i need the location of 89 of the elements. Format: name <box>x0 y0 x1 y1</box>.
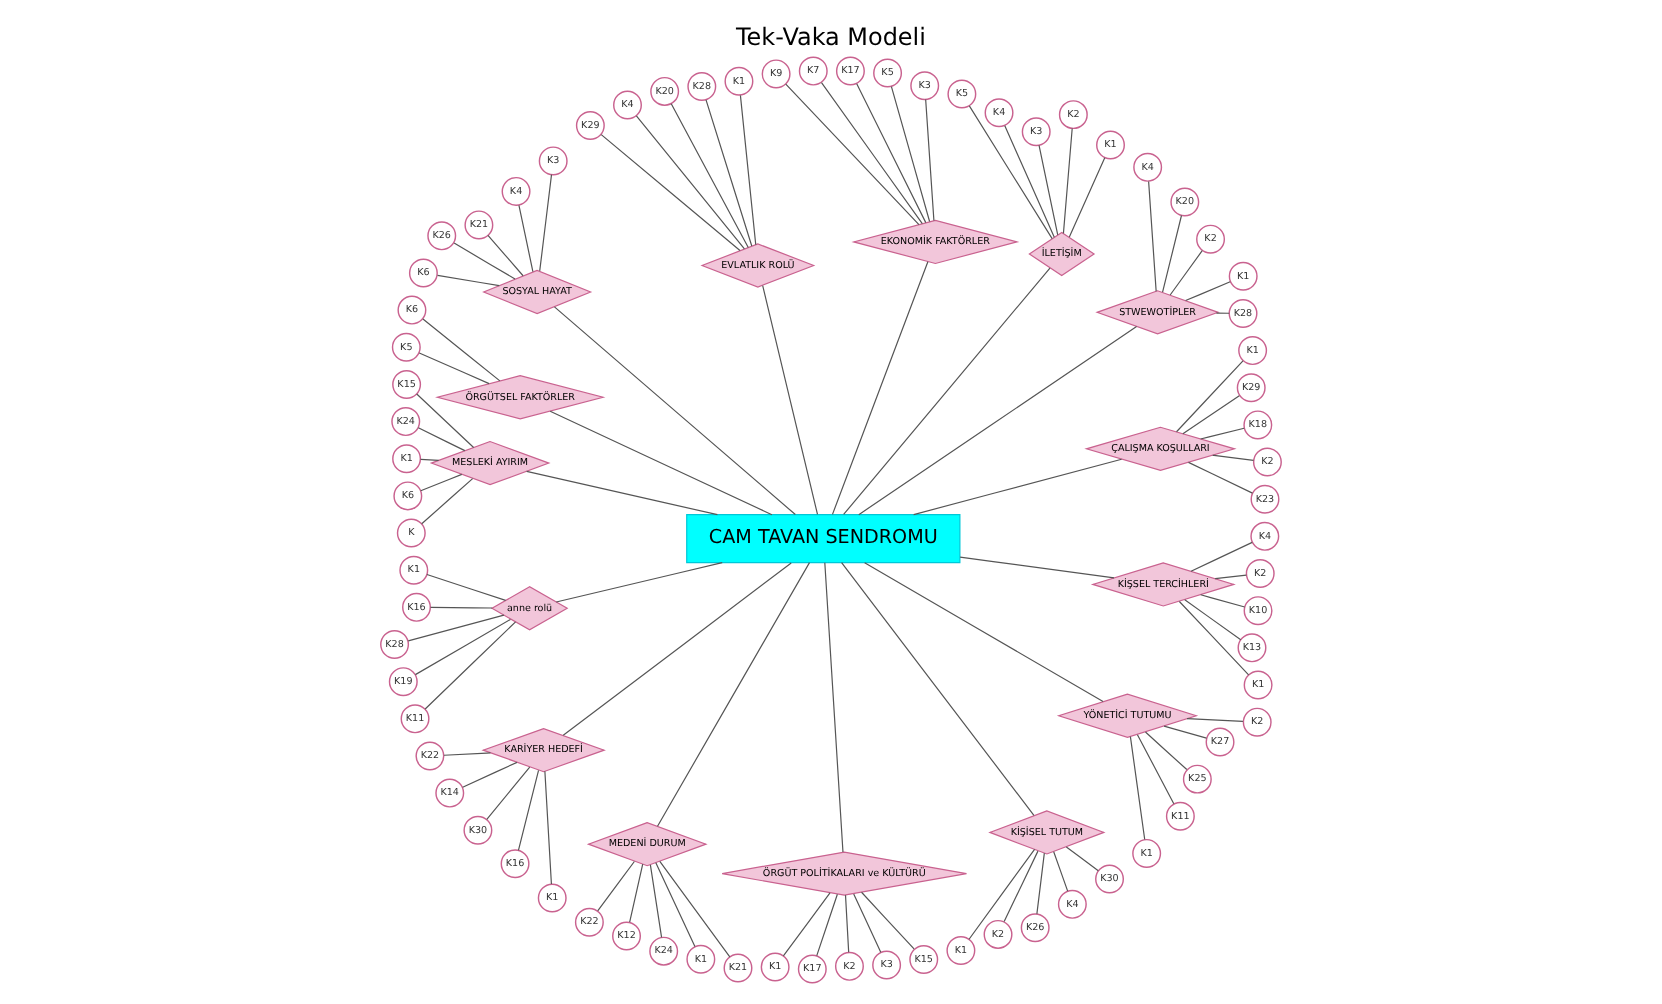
connector <box>1004 125 1055 238</box>
connector <box>890 86 931 223</box>
connector <box>418 352 490 385</box>
connector <box>1036 852 1045 915</box>
connector <box>407 614 505 642</box>
connector <box>1169 250 1203 296</box>
connector <box>860 891 915 950</box>
node-box: CAM TAVAN SENDROMU <box>686 514 961 564</box>
connector <box>486 766 531 821</box>
connector <box>856 83 927 224</box>
connector <box>1003 850 1039 923</box>
connector <box>629 863 644 923</box>
connector <box>1148 180 1157 292</box>
connector <box>925 98 935 222</box>
connector <box>659 860 731 958</box>
connector <box>1186 718 1244 723</box>
connector <box>831 261 929 515</box>
connector <box>1185 281 1231 302</box>
connector <box>600 134 741 252</box>
connector <box>526 470 718 516</box>
connector <box>959 556 1115 579</box>
connector <box>1184 599 1242 641</box>
connector <box>843 267 1051 515</box>
connector <box>421 478 474 525</box>
connector <box>414 618 512 676</box>
connector <box>555 562 723 603</box>
connector <box>420 458 440 461</box>
connector <box>864 562 1104 703</box>
connector <box>424 621 517 710</box>
connector <box>549 410 773 516</box>
connector <box>417 427 466 452</box>
connector <box>844 894 850 953</box>
connector <box>785 83 920 226</box>
connector <box>649 864 663 938</box>
connector <box>420 473 463 492</box>
connector <box>1129 736 1146 841</box>
connector <box>635 115 745 250</box>
connector <box>762 284 819 515</box>
connector <box>426 573 507 601</box>
connector <box>1053 851 1069 892</box>
connector <box>1136 734 1175 805</box>
connector <box>553 306 796 516</box>
connector <box>422 318 501 382</box>
connector <box>1187 461 1253 494</box>
connector <box>739 94 757 246</box>
connector <box>453 242 516 280</box>
connector <box>1190 541 1253 572</box>
connector <box>968 105 1053 240</box>
connector <box>656 562 811 827</box>
connector <box>968 848 1036 940</box>
connector <box>841 562 1035 816</box>
connector <box>816 893 838 957</box>
diagram-title: Tek-Vaka Modeli <box>736 23 926 52</box>
connector <box>1068 157 1106 238</box>
connector <box>1215 312 1230 314</box>
connector <box>1162 214 1183 293</box>
connector <box>436 274 500 287</box>
connector <box>782 892 831 957</box>
connector <box>1062 127 1073 234</box>
connector <box>1144 731 1188 771</box>
connector <box>1200 594 1246 608</box>
connector <box>597 860 635 912</box>
connector <box>1178 600 1250 676</box>
connector <box>655 862 696 948</box>
connector <box>1214 574 1247 580</box>
connector <box>705 99 753 247</box>
connector <box>858 325 1138 516</box>
connector <box>416 393 475 449</box>
connector <box>443 752 492 756</box>
connector <box>517 769 540 851</box>
connector <box>1200 427 1245 440</box>
connector <box>487 234 524 277</box>
connector <box>1175 360 1244 433</box>
connector <box>462 761 518 788</box>
connector <box>820 82 923 225</box>
connector <box>539 174 553 272</box>
connector <box>1065 846 1099 872</box>
connector <box>853 893 882 953</box>
connector <box>1163 725 1208 739</box>
connector <box>1212 454 1255 461</box>
connector <box>1182 395 1240 435</box>
connector <box>430 606 493 609</box>
connector <box>824 562 844 853</box>
connector <box>1038 144 1059 236</box>
connector <box>562 562 792 736</box>
connector <box>518 204 534 273</box>
connector <box>913 458 1123 516</box>
connector <box>670 103 749 249</box>
connector <box>544 770 552 885</box>
